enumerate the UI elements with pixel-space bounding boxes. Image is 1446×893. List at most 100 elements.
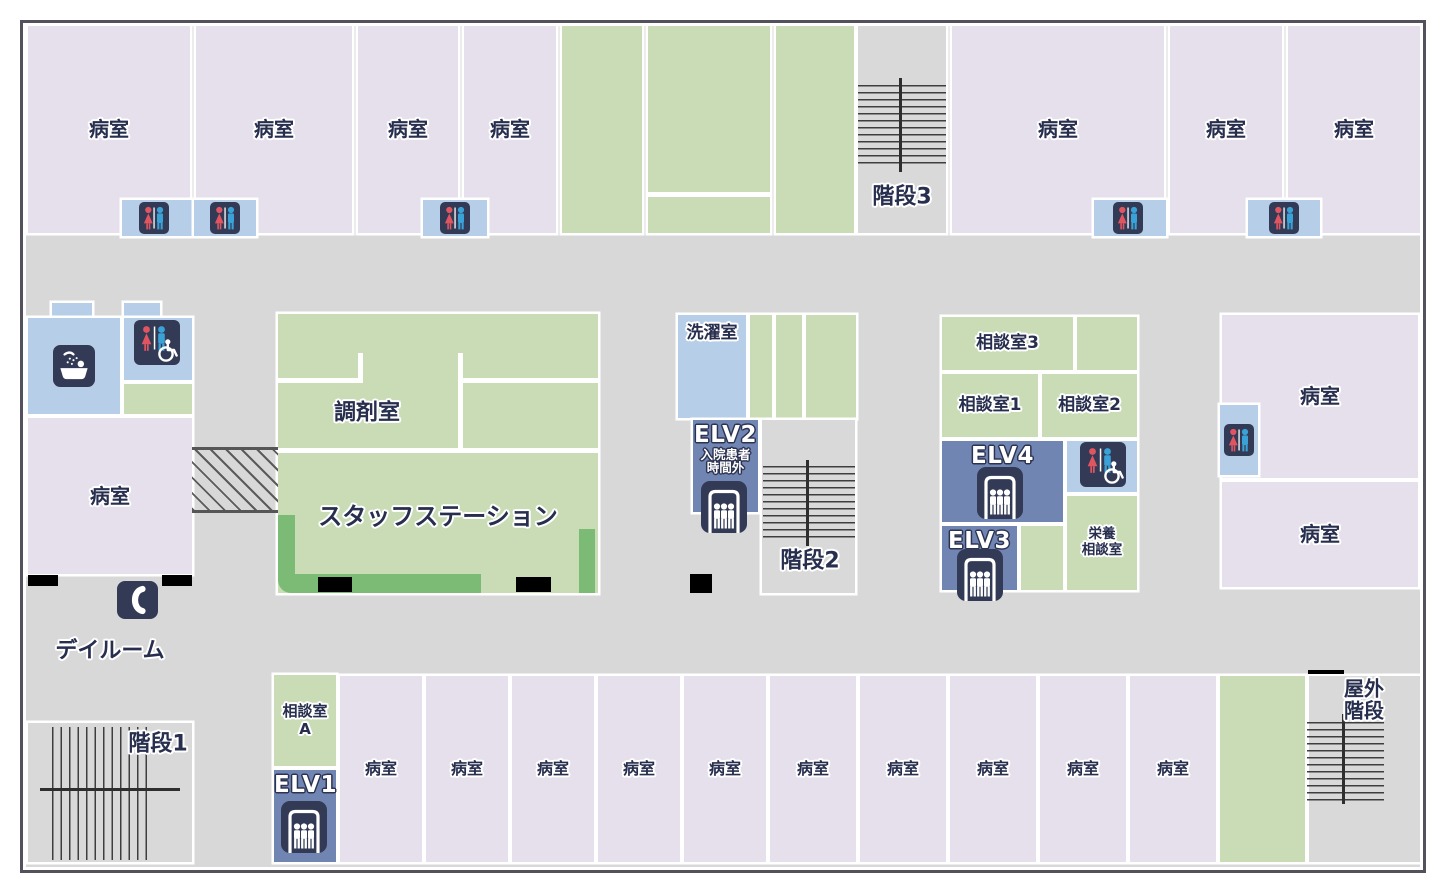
room-label: 病室: [1206, 117, 1246, 141]
room-label: 病室: [1300, 384, 1340, 408]
wall: [458, 378, 598, 383]
hatched-ramp: [192, 447, 278, 513]
wall: [458, 353, 463, 450]
room-label: 病室: [886, 758, 919, 778]
room-label: 病室: [364, 758, 397, 778]
stairs-glyph: [52, 727, 154, 860]
door-marker: [690, 574, 712, 593]
room-patient: 病室: [950, 676, 1036, 862]
room-label: 病室: [450, 758, 483, 778]
room-utility: [1021, 526, 1063, 590]
elevator-icon: [281, 801, 327, 853]
elevator-name: ELV4: [970, 443, 1034, 469]
room-sanitary: 洗濯室: [678, 315, 746, 418]
stairs-glyph: [763, 466, 855, 540]
elevator-label: ELV4: [942, 444, 1063, 469]
room-patient: 病室: [426, 676, 508, 862]
stairs-handrail: [899, 78, 902, 172]
stairs-handrail: [40, 788, 180, 791]
door-marker: [516, 577, 551, 592]
room-label: 病室: [388, 117, 428, 141]
room-utility: [1077, 317, 1137, 370]
room-label: 病室: [1038, 117, 1078, 141]
room-label: 病室: [254, 117, 294, 141]
room-label: 病室: [1334, 117, 1374, 141]
accessible-toilet-icon: [1080, 442, 1126, 487]
room-utility: [648, 197, 770, 233]
toilet-icon: [139, 202, 169, 234]
elevator-label: ELV1: [274, 773, 337, 798]
elevator-note: 入院患者: [700, 446, 751, 462]
area-label: 階段1: [128, 731, 188, 757]
room-label: 病室: [90, 483, 130, 508]
area-label: デイルーム: [55, 638, 165, 664]
area-label: スタッフステーション: [318, 502, 558, 531]
room-patient: 病室: [340, 676, 422, 862]
area-label: 調剤室: [333, 400, 401, 426]
room-patient: 病室: [598, 676, 680, 862]
area-label: 階段3: [872, 184, 932, 210]
accessible-toilet-icon: [134, 320, 180, 365]
toilet-icon: [440, 202, 470, 234]
stairs-glyph: [858, 85, 946, 165]
room-label: 病室: [708, 758, 741, 778]
toilet-icon: [1113, 202, 1143, 234]
door-marker: [28, 575, 58, 586]
room-patient: 病室: [1288, 26, 1420, 233]
toilet-icon: [210, 202, 240, 234]
room-label: 病室: [622, 758, 655, 778]
elevator-icon: [977, 467, 1023, 519]
room-label: 病室: [1300, 522, 1340, 546]
room-utility: [750, 315, 772, 418]
room-label: 洗濯室: [686, 323, 738, 343]
room-utility: [278, 314, 598, 593]
room-utility: [776, 315, 802, 418]
wall: [278, 448, 598, 453]
room-label: 病室: [490, 117, 530, 141]
room-utility: [648, 26, 770, 192]
room-patient: 病室: [1130, 676, 1216, 862]
room-label: 病室: [1156, 758, 1189, 778]
toilet-icon: [1224, 424, 1254, 456]
room-label: 病室: [536, 758, 569, 778]
room-utility: 栄養相談室: [1067, 496, 1137, 590]
room-sanitary: [52, 303, 92, 317]
room-patient: 病室: [196, 26, 352, 233]
room-patient: 病室: [1170, 26, 1282, 233]
elevator-icon: [957, 549, 1003, 601]
toilet-icon: [1269, 202, 1299, 234]
room-utility: [1220, 676, 1305, 862]
room-label: 病室: [1066, 758, 1099, 778]
bath-icon: [53, 345, 95, 387]
room-utility: 相談室1: [942, 374, 1038, 437]
wall: [358, 353, 363, 383]
phone-icon: [117, 581, 158, 619]
door-marker: [162, 575, 192, 586]
stairs-handrail: [806, 460, 809, 546]
room-label: 相談室3: [976, 332, 1039, 353]
room-patient: 病室: [952, 26, 1164, 233]
room-patient: 病室: [770, 676, 856, 862]
room-label: 栄養相談室: [1081, 526, 1123, 558]
stairs-glyph: [1307, 722, 1384, 803]
room-label: 相談室2: [1058, 394, 1121, 415]
room-patient: 病室: [1040, 676, 1126, 862]
room-patient: 病室: [28, 26, 190, 233]
room-utility: [776, 26, 854, 233]
room-sanitary: [124, 303, 160, 317]
room-label: 相談室1: [958, 394, 1022, 415]
door-marker: [1308, 670, 1344, 674]
room-label: 病室: [976, 758, 1009, 778]
room-patient: 病室: [512, 676, 594, 862]
room-label: 病室: [796, 758, 829, 778]
room-patient: 病室: [358, 26, 458, 233]
room-patient: 病室: [28, 418, 192, 574]
room-utility: [124, 384, 192, 414]
room-utility: [806, 315, 856, 418]
room-label: 病室: [89, 117, 129, 141]
room-utility: 相談室3: [942, 317, 1073, 370]
room-patient: 病室: [464, 26, 556, 233]
